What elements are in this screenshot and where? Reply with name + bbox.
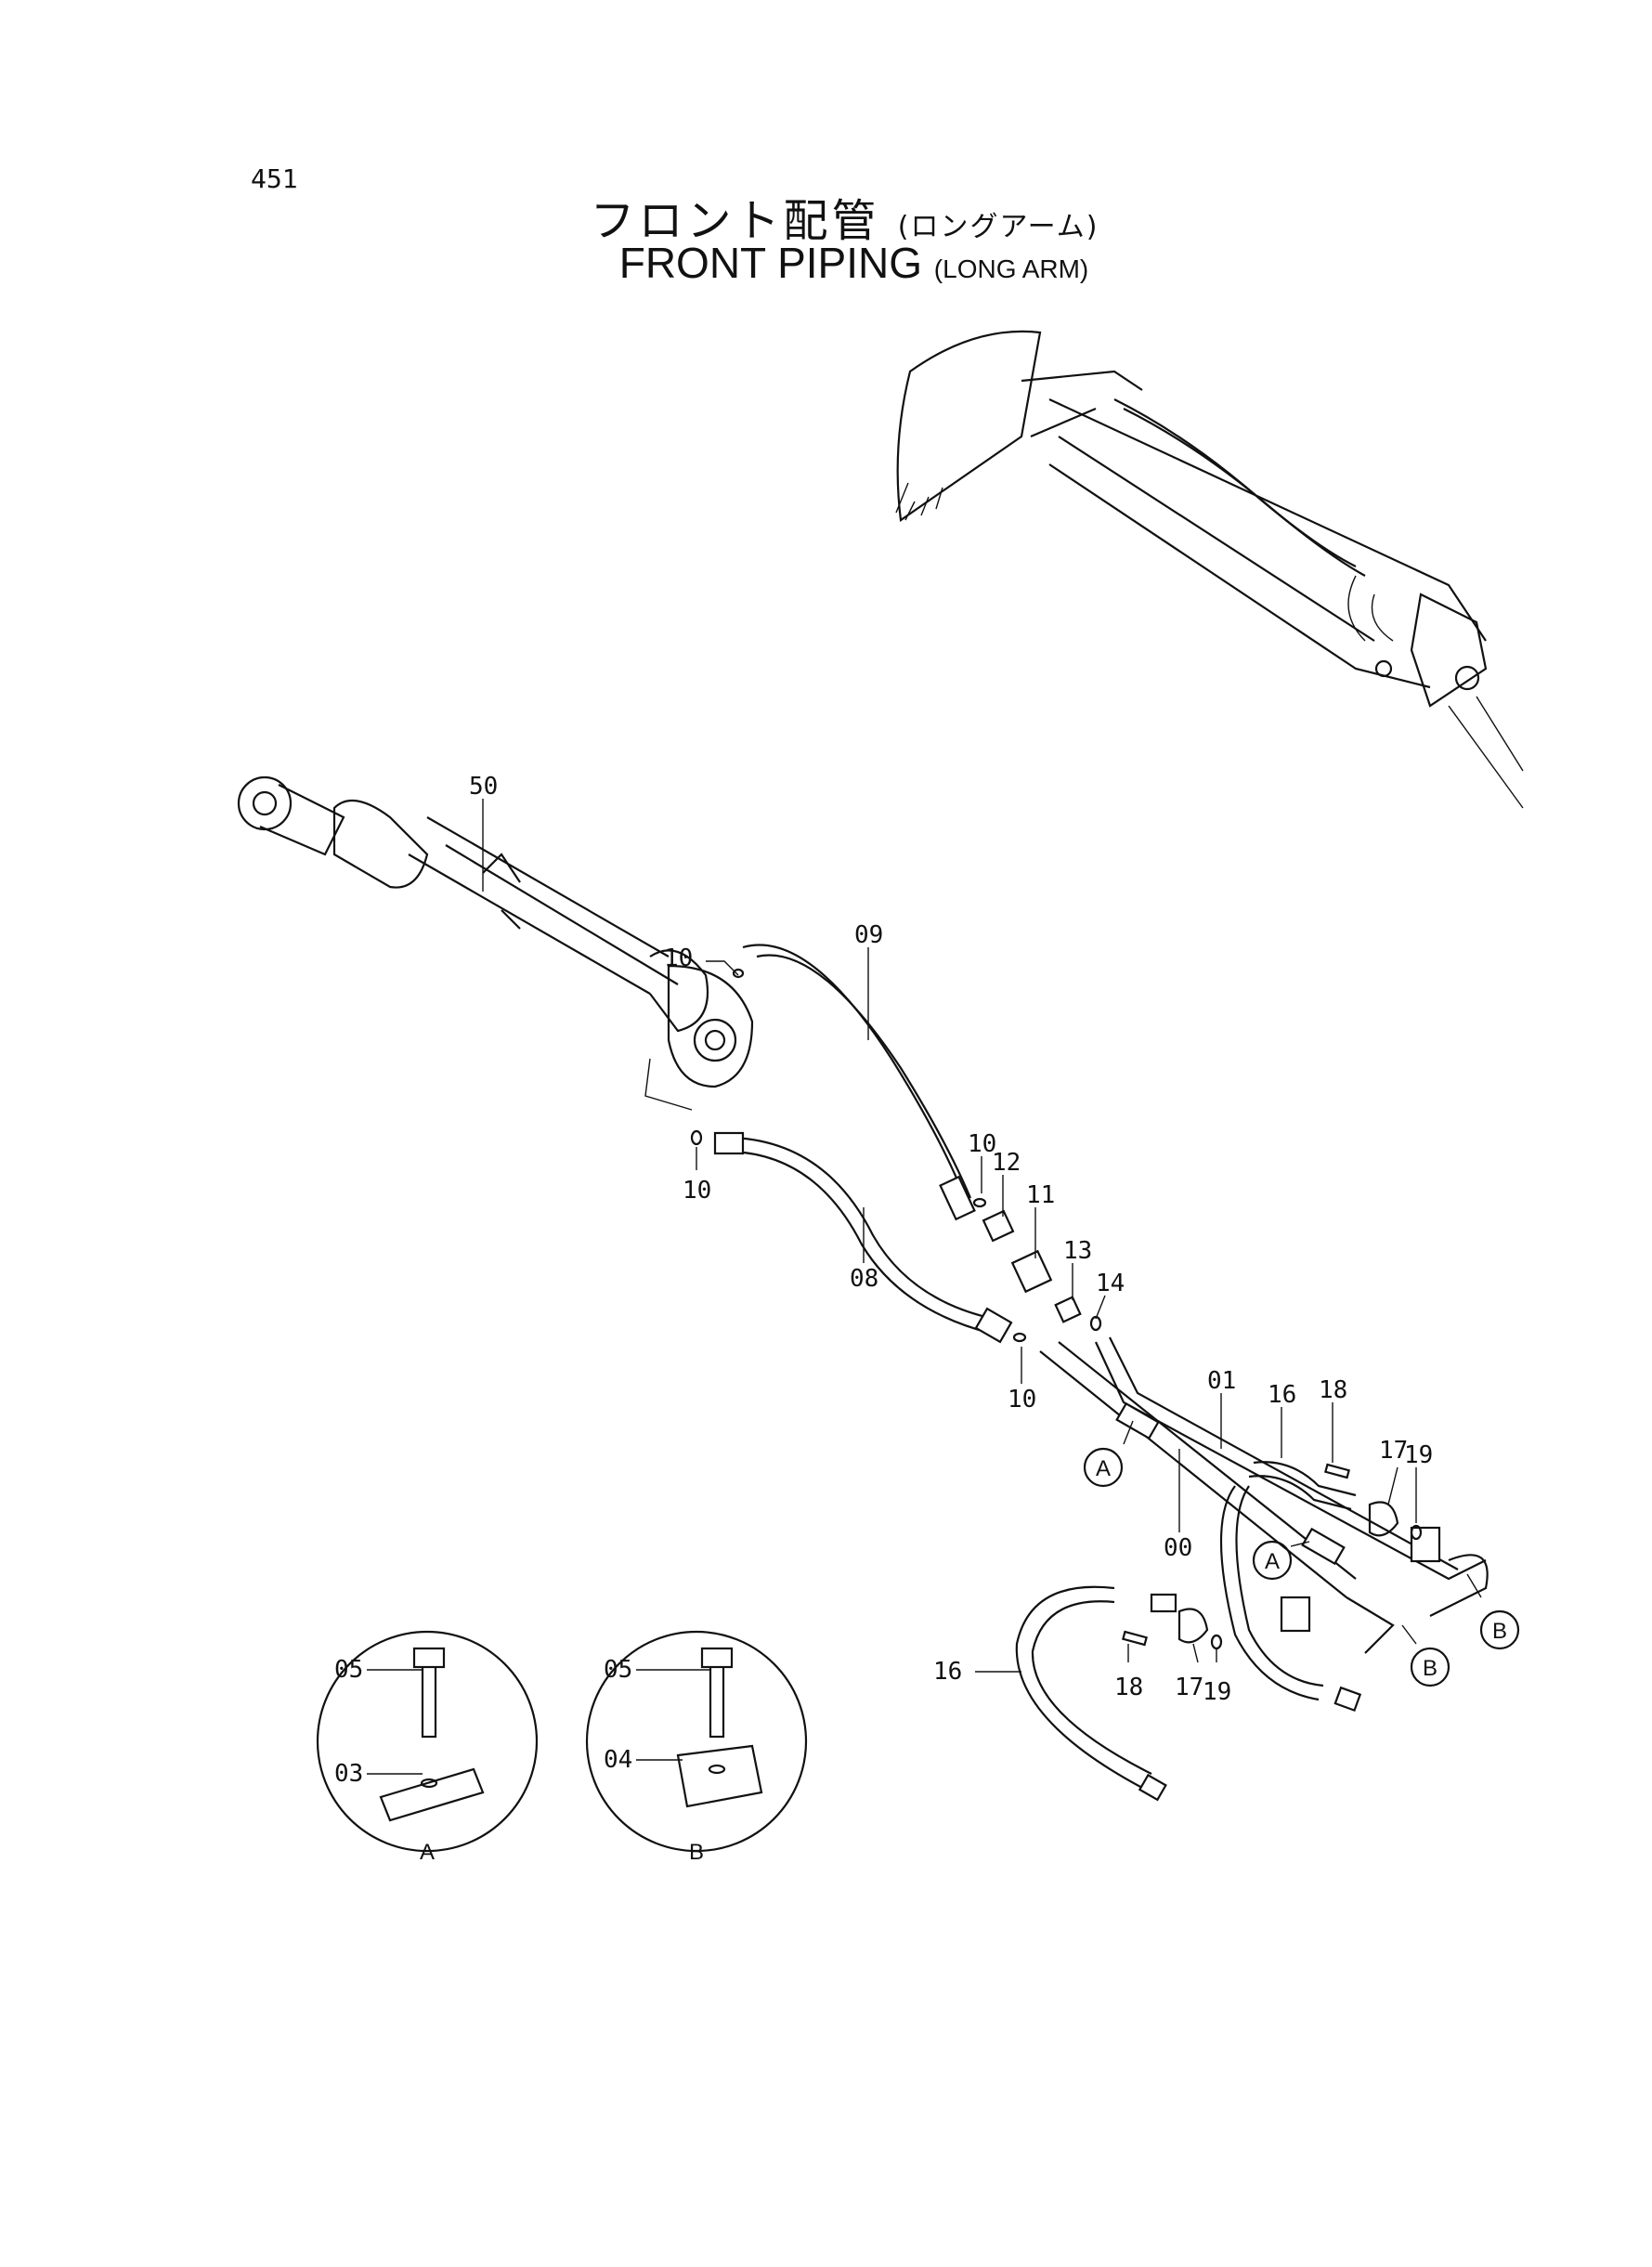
- title-en-subtitle: (LONG ARM): [933, 254, 1089, 283]
- label-part-17-top: 17: [1379, 1437, 1408, 1465]
- label-detail-b: B: [689, 1840, 704, 1865]
- label-part-01: 01: [1207, 1367, 1236, 1395]
- page-title-japanese: フロント配管 (ロングアーム): [0, 184, 1652, 249]
- leader-lines: [367, 799, 1482, 1775]
- label-part-17-low: 17: [1175, 1674, 1203, 1701]
- fittings-10-14: [690, 968, 1102, 1343]
- clamp-bolts-17-18-19: [1122, 1463, 1423, 1650]
- callout-a-1: A: [1083, 1447, 1124, 1488]
- label-part-18-top: 18: [1319, 1376, 1347, 1404]
- page-number: 451: [251, 163, 298, 194]
- label-detail-a-05: 05: [334, 1656, 363, 1684]
- label-part-12: 12: [992, 1149, 1021, 1177]
- callout-a-2: A: [1252, 1540, 1293, 1581]
- callout-b-2: B: [1410, 1647, 1450, 1687]
- hose-part-16-lower: [1015, 1585, 1177, 1802]
- label-part-16-top: 16: [1268, 1381, 1296, 1409]
- callout-label: A: [1265, 1549, 1280, 1574]
- label-detail-a-03: 03: [334, 1760, 363, 1788]
- label-part-50: 50: [469, 773, 498, 801]
- title-jp-main: フロント配管: [590, 195, 880, 247]
- arm-overview-sketch: [895, 330, 1524, 809]
- label-part-08: 08: [850, 1265, 878, 1293]
- callout-b-1: B: [1479, 1609, 1520, 1650]
- label-part-19-top: 19: [1404, 1441, 1433, 1469]
- title-jp-subtitle: (ロングアーム): [897, 211, 1099, 243]
- cylinder-part-50: [237, 775, 754, 1111]
- callout-label: A: [1096, 1456, 1111, 1481]
- label-part-13: 13: [1063, 1237, 1092, 1265]
- label-detail-a: A: [420, 1840, 435, 1865]
- label-part-16-left: 16: [933, 1658, 962, 1686]
- hose-part-09: [742, 944, 976, 1221]
- pipes-part-00-01: [1039, 1336, 1489, 1654]
- label-part-10-top: 10: [664, 945, 693, 972]
- callout-label: B: [1492, 1619, 1507, 1644]
- title-en-main: FRONT PIPING: [618, 239, 923, 287]
- detail-view-a: [316, 1630, 539, 1853]
- label-part-10-mid: 10: [968, 1130, 996, 1158]
- label-part-10-left: 10: [683, 1177, 711, 1205]
- label-part-18-low: 18: [1114, 1674, 1143, 1701]
- label-part-14: 14: [1096, 1270, 1125, 1297]
- label-part-11: 11: [1026, 1181, 1055, 1209]
- hose-part-08: [713, 1131, 1013, 1344]
- callout-label: B: [1423, 1656, 1437, 1681]
- label-part-09: 09: [854, 921, 883, 949]
- label-part-19-low: 19: [1203, 1678, 1231, 1706]
- label-part-10-low: 10: [1008, 1386, 1036, 1414]
- label-part-00: 00: [1164, 1534, 1192, 1562]
- label-detail-b-04: 04: [604, 1746, 632, 1774]
- hose-part-16-upper: [1219, 1461, 1362, 1713]
- page-title-english: FRONT PIPING (LONG ARM): [0, 238, 1652, 288]
- label-detail-b-05: 05: [604, 1656, 632, 1684]
- detail-view-b: [585, 1630, 808, 1853]
